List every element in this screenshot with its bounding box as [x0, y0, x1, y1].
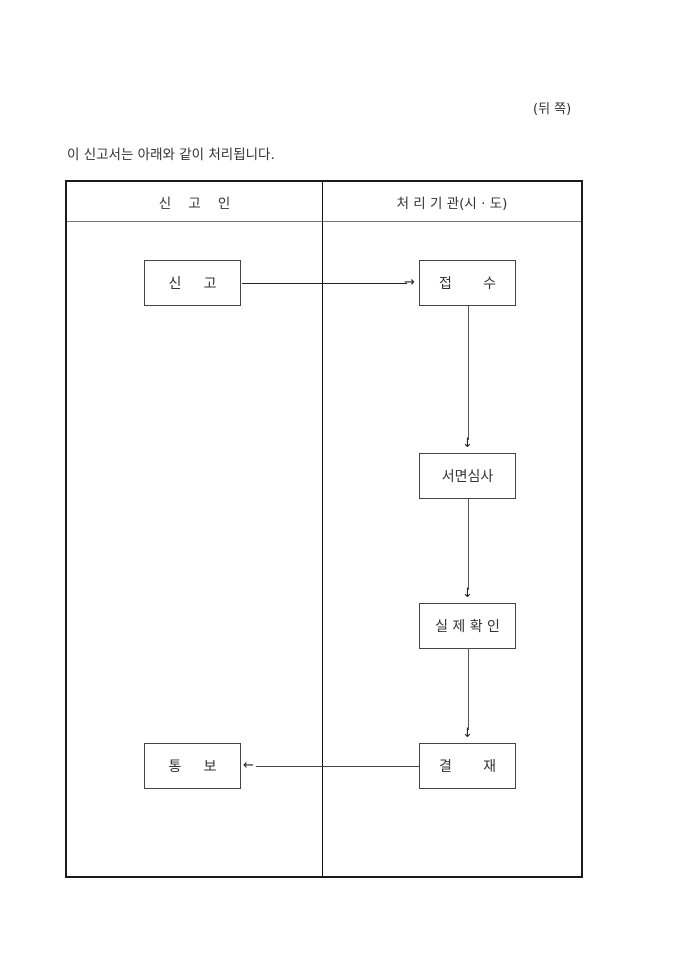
header-applicant-label: 신 고 인 — [158, 196, 231, 212]
step-site-check-label: 실 제 확 인 — [435, 619, 500, 635]
process-flow-table — [65, 180, 583, 878]
step-notify: 통 보 — [144, 743, 241, 789]
arrow-down-icon: ↓ — [462, 726, 473, 741]
connector-report-to-receipt — [242, 283, 407, 284]
connector-check-to-approval — [468, 648, 469, 730]
step-approval: 결 재 — [419, 743, 516, 789]
step-approval-label: 결 재 — [439, 759, 496, 775]
step-document-review-label: 서면심사 — [441, 469, 494, 485]
arrow-down-icon: ↓ — [462, 586, 473, 601]
header-applicant: 신 고 인 — [67, 192, 322, 212]
header-divider — [67, 221, 581, 222]
arrow-right-icon: → — [404, 275, 415, 290]
arrow-left-icon: ← — [243, 758, 254, 773]
arrow-down-icon: ↓ — [462, 436, 473, 451]
step-document-review: 서면심사 — [419, 453, 516, 499]
connector-receipt-to-review — [468, 306, 469, 440]
step-report-label: 신 고 — [168, 276, 217, 292]
column-divider — [322, 182, 323, 876]
page-side-label: (뒤 쪽) — [533, 102, 572, 117]
step-receipt: 접 수 — [419, 260, 516, 306]
connector-review-to-check — [468, 499, 469, 590]
header-agency: 처 리 기 관(시 · 도) — [396, 196, 508, 212]
step-notify-label: 통 보 — [168, 759, 217, 775]
intro-text: 이 신고서는 아래와 같이 처리됩니다. — [67, 147, 275, 163]
step-site-check: 실 제 확 인 — [419, 603, 516, 649]
connector-approval-to-notify — [256, 766, 419, 767]
step-receipt-label: 접 수 — [439, 276, 496, 292]
step-report: 신 고 — [144, 260, 241, 306]
